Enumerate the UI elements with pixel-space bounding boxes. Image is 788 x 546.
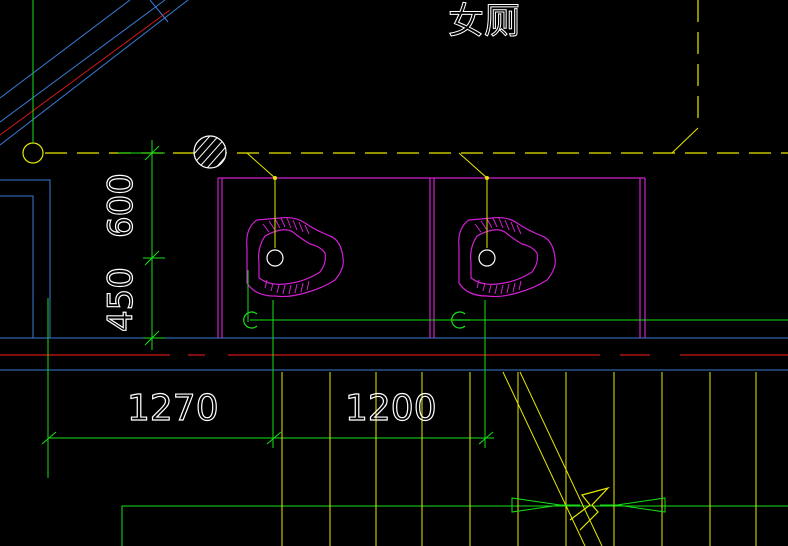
stair-arrows [511, 497, 666, 513]
toilet-partitions [217, 177, 646, 338]
bottom-wall [0, 337, 788, 371]
left-wall [0, 179, 51, 339]
leader-lines [246, 152, 489, 248]
floor-traps [243, 311, 470, 329]
dim-horizontal-left: 1270 [127, 388, 219, 429]
dim-vertical-lower: 450 [101, 267, 141, 332]
dashed-axis-line [45, 0, 788, 154]
squat-toilet-2 [458, 216, 556, 298]
pipe-hatched-circle [193, 135, 227, 169]
diagonal-wall [0, 0, 189, 146]
dim-vertical-upper: 600 [101, 173, 141, 238]
dimension-lines [41, 140, 788, 546]
dim-horizontal-right: 1200 [345, 388, 437, 429]
break-symbol [569, 486, 610, 531]
room-label: 女厕 [448, 1, 520, 42]
axis-marker-circle [22, 142, 44, 164]
stair-lines [281, 371, 757, 546]
squat-toilet-1 [246, 216, 344, 298]
